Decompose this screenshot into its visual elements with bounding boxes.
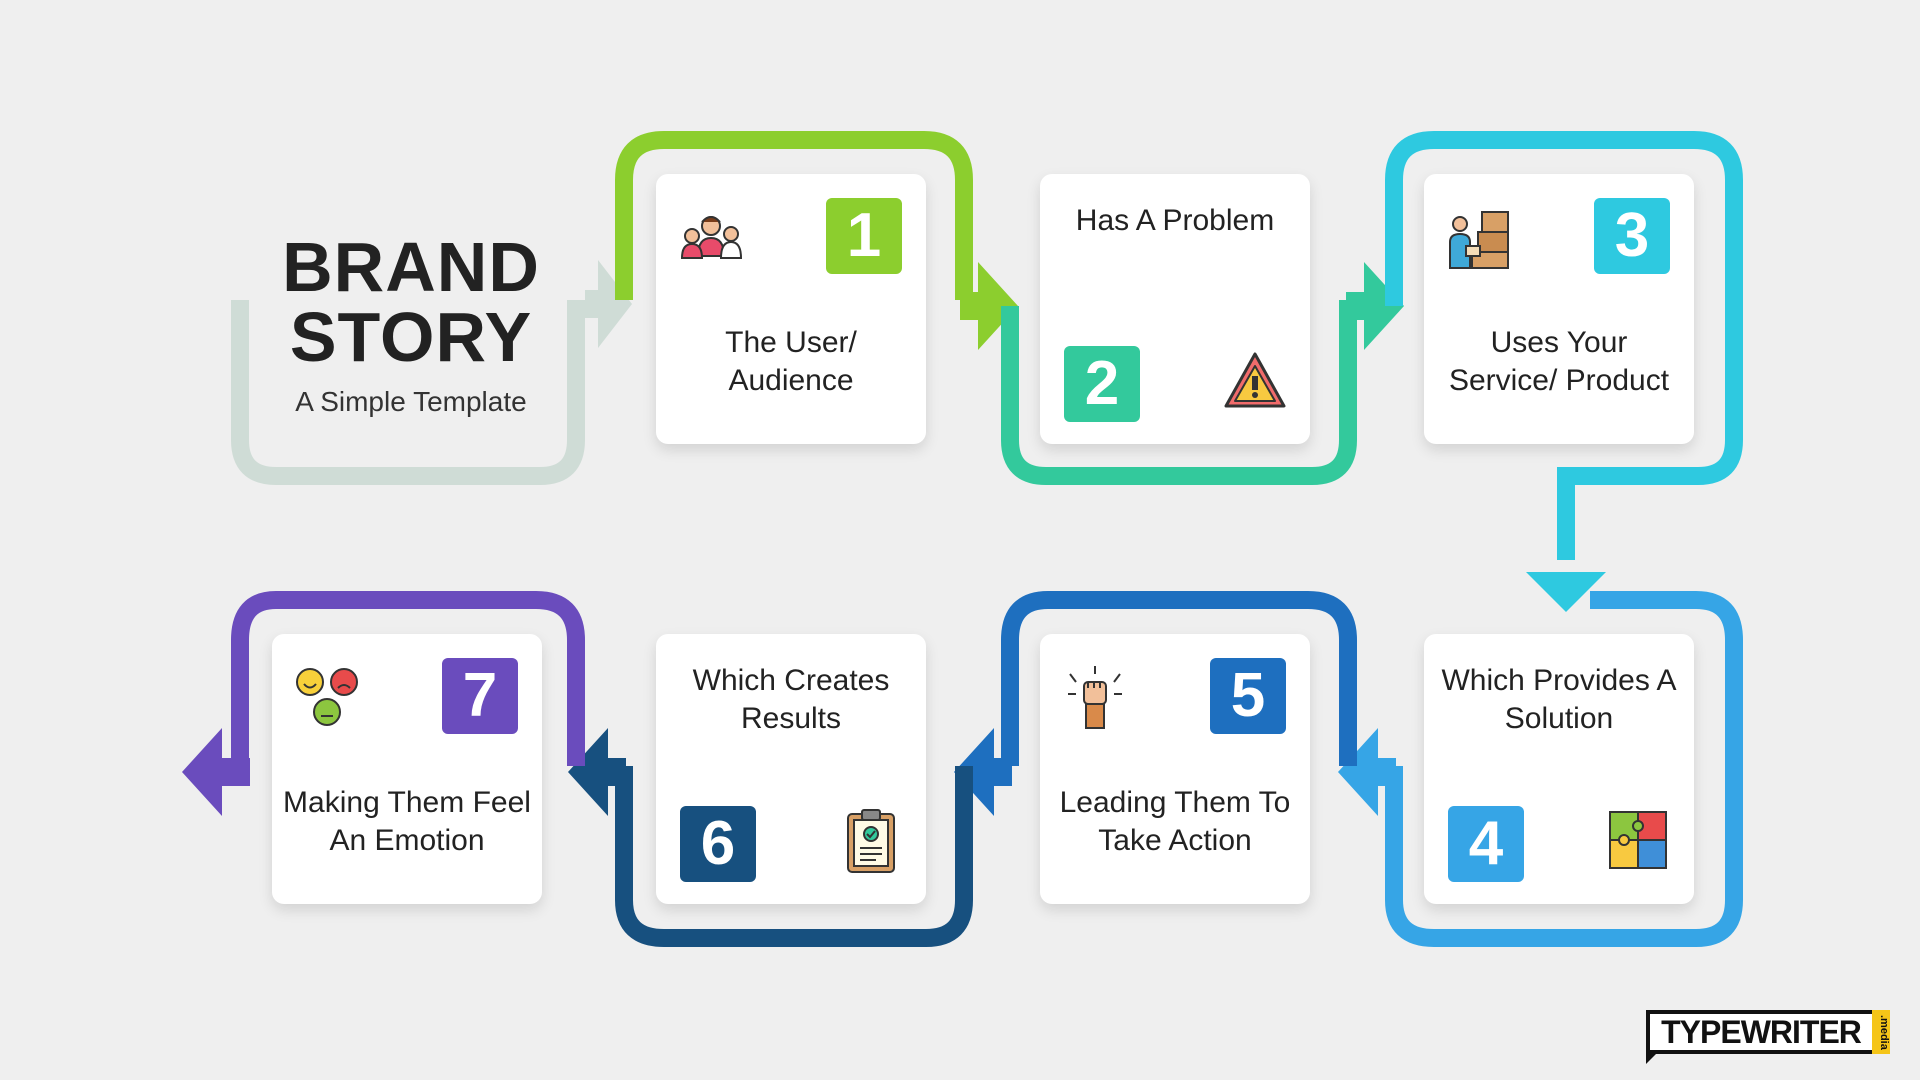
connector-2 — [1001, 300, 1357, 485]
step-label-7: Making Them Feel An Emotion — [283, 786, 531, 857]
connector-6-arrow — [568, 728, 626, 816]
connector-7 — [231, 591, 585, 770]
step-number-badge-4: 4 — [1448, 806, 1524, 882]
delivery-boxes-icon — [1449, 211, 1509, 269]
step-number-badge-2: 2 — [1064, 346, 1140, 422]
step-label-2: Has A Problem — [1075, 204, 1275, 237]
step-label-6: Which Creates Results — [692, 664, 890, 735]
step-card-3: 3 Uses Your Service/ Product — [1424, 174, 1694, 444]
step-card-5: 5 Leading Them To Take Action — [1040, 634, 1310, 904]
step-label-3: Uses Your Service/ Product — [1448, 326, 1670, 397]
connector-7-arrow — [182, 728, 250, 816]
connector-3-arrow — [1526, 572, 1606, 612]
logo-tail — [1646, 1050, 1660, 1064]
brand-title-line2: STORY — [289, 298, 533, 376]
connector-2-arrow — [1346, 262, 1404, 350]
clipboard-check-icon — [847, 809, 895, 873]
brand-subtitle: A Simple Template — [295, 386, 527, 417]
connector-5 — [1001, 591, 1357, 766]
step-label-5: Leading Them To Take Action — [1059, 786, 1291, 857]
brand-title-line1: BRAND — [282, 228, 540, 306]
connector-start-arrow — [585, 260, 632, 348]
step-number-badge-1: 1 — [826, 198, 902, 274]
logo-text: TYPEWRITER — [1646, 1010, 1876, 1054]
typewriter-media-logo: TYPEWRITER .media — [1646, 1010, 1896, 1064]
connector-6 — [615, 766, 973, 947]
connector-4-arrow — [1338, 728, 1396, 816]
connector-4 — [1385, 591, 1743, 947]
connector-start — [231, 300, 585, 485]
step-label-1: The User/ Audience — [725, 326, 857, 397]
step-number-badge-5: 5 — [1210, 658, 1286, 734]
connector-1 — [615, 131, 973, 300]
connector-1-arrow — [960, 262, 1018, 350]
step-card-4: Which Provides A Solution 4 — [1424, 634, 1694, 904]
step-label-4: Which Provides A Solution — [1441, 664, 1677, 735]
step-number-badge-3: 3 — [1594, 198, 1670, 274]
title-block: BRAND STORY A Simple Template — [236, 232, 586, 418]
warning-icon — [1224, 352, 1286, 408]
emotion-faces-icon — [296, 668, 358, 726]
people-group-icon — [680, 216, 743, 259]
step-number-badge-6: 6 — [680, 806, 756, 882]
step-card-2: Has A Problem 2 — [1040, 174, 1310, 444]
connector-5-arrow — [954, 728, 1012, 816]
logo-suffix: .media — [1872, 1010, 1890, 1054]
raised-fist-icon — [1068, 666, 1122, 729]
step-card-1: 1 The User/ Audience — [656, 174, 926, 444]
step-card-6: Which Creates Results 6 — [656, 634, 926, 904]
connector-3 — [1385, 131, 1743, 560]
step-number-badge-7: 7 — [442, 658, 518, 734]
step-card-7: 7 Making Them Feel An Emotion — [272, 634, 542, 904]
puzzle-icon — [1609, 811, 1667, 869]
